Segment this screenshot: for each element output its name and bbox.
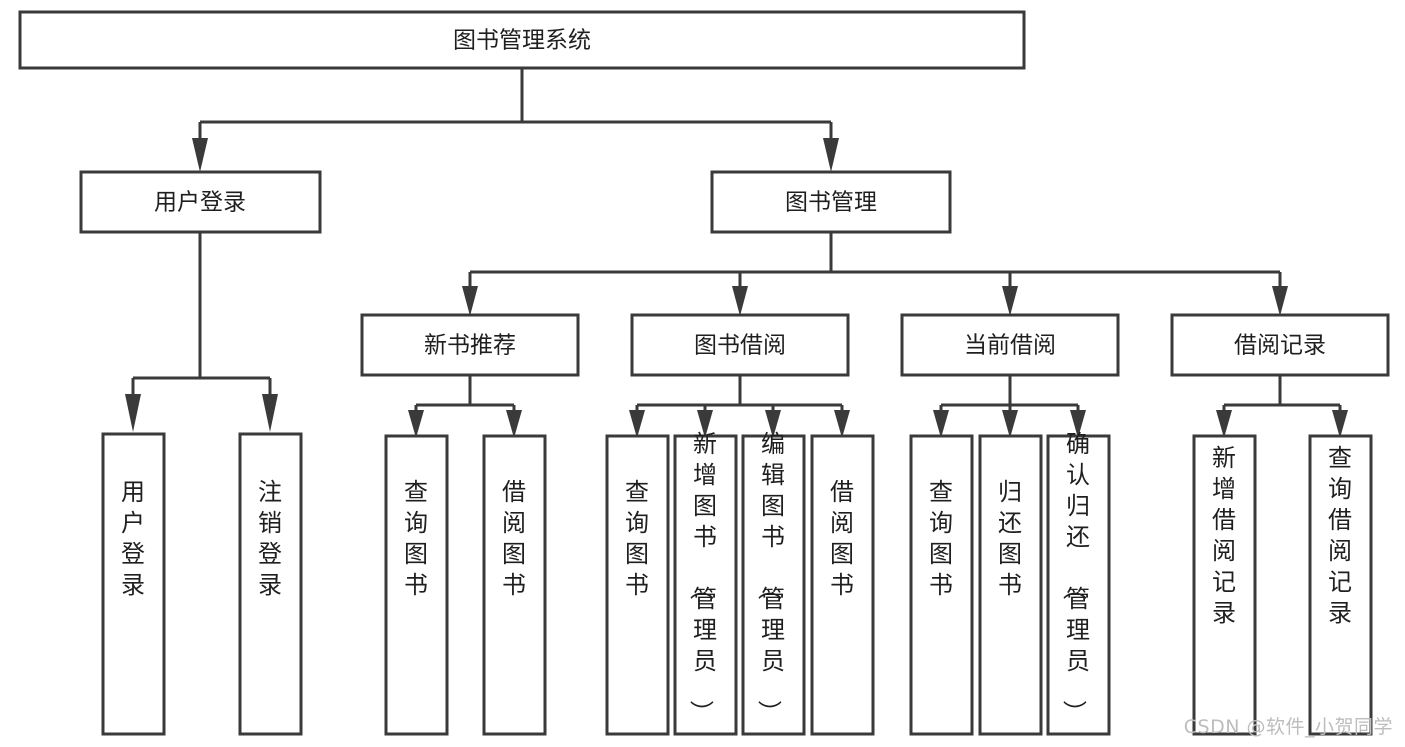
leaf-return-book-box bbox=[978, 434, 1043, 736]
leaf-add-book-admin-label: 新增图书（管理员） bbox=[687, 430, 717, 724]
arrow-head-leaf-logout bbox=[262, 394, 278, 432]
leaf-borrow-book-box bbox=[810, 434, 875, 736]
arrow-head-borrow-record bbox=[1272, 286, 1288, 316]
arrow-head-newbook-leaf-2 bbox=[506, 410, 522, 438]
node-borrow-record-label: 借阅记录 bbox=[1234, 333, 1326, 359]
arrow-head-currentborrow-leaf-3 bbox=[1070, 410, 1086, 438]
leaf-node-edit-book-admin[interactable]: 编辑图书（管理员） bbox=[741, 430, 806, 736]
node-book-management[interactable]: 图书管理 bbox=[710, 170, 952, 234]
arrow-head-current-borrow bbox=[1002, 286, 1018, 316]
leaf-node-logout[interactable]: 注销登录 bbox=[238, 432, 303, 736]
node-book-management-box bbox=[710, 170, 952, 234]
leaf-borrow-book-label: 借阅图书 bbox=[830, 478, 854, 599]
leaf-node-user-login[interactable]: 用户登录 bbox=[101, 432, 166, 736]
node-current-borrow[interactable]: 当前借阅 bbox=[900, 313, 1120, 377]
leaf-query-book-label: 查询图书 bbox=[625, 478, 649, 599]
leaf-node-query-book-current[interactable]: 查询图书 bbox=[909, 434, 974, 736]
arrow-head-currentborrow-leaf-1 bbox=[933, 410, 949, 438]
node-user-login-label: 用户登录 bbox=[154, 190, 246, 216]
leaf-query-borrow-record-box bbox=[1308, 434, 1373, 736]
leaf-node-add-book-admin[interactable]: 新增图书（管理员） bbox=[673, 430, 738, 736]
arrow-head-borrowrecord-leaf-1 bbox=[1216, 410, 1232, 438]
leaf-borrow-book-recommend-label: 借阅图书 bbox=[502, 478, 526, 599]
leaf-return-book-label: 归还图书 bbox=[998, 478, 1022, 599]
node-new-book-recommend-box bbox=[360, 313, 580, 377]
leaf-user-login-label: 用户登录 bbox=[121, 478, 145, 599]
leaf-edit-book-admin-label: 编辑图书（管理员） bbox=[755, 430, 785, 724]
leaf-query-borrow-record-label: 查询借阅记录 bbox=[1328, 444, 1352, 627]
watermark-credit: CSDN @软件_小贺同学 bbox=[1183, 716, 1393, 738]
arrow-head-currentborrow-leaf-2 bbox=[1002, 410, 1018, 438]
arrow-head-user-login bbox=[192, 138, 208, 172]
leaf-add-borrow-record-label: 新增借阅记录 bbox=[1212, 444, 1236, 627]
arrow-head-book-mgmt bbox=[823, 138, 839, 172]
arrow-head-newbook-leaf-1 bbox=[408, 410, 424, 438]
node-root-label: 图书管理系统 bbox=[453, 28, 591, 54]
node-book-borrow-label: 图书借阅 bbox=[694, 333, 786, 359]
leaf-node-borrow-book-recommend[interactable]: 借阅图书 bbox=[482, 434, 547, 736]
arrow-head-new-book bbox=[462, 286, 478, 316]
node-root-system[interactable]: 图书管理系统 bbox=[18, 10, 1026, 70]
leaf-add-book-admin-box bbox=[673, 434, 738, 736]
arrow-head-bookborrow-leaf-4 bbox=[834, 410, 850, 438]
arrow-head-borrowrecord-leaf-2 bbox=[1332, 410, 1348, 438]
node-book-borrow-box bbox=[630, 313, 850, 377]
node-book-management-label: 图书管理 bbox=[785, 190, 877, 216]
leaf-user-login-box bbox=[101, 432, 166, 736]
node-new-book-recommend-label: 新书推荐 bbox=[424, 333, 516, 359]
leaf-edit-book-admin-box bbox=[741, 434, 806, 736]
node-user-login-box bbox=[79, 170, 322, 234]
leaf-confirm-return-admin-box bbox=[1046, 434, 1111, 736]
node-borrow-record[interactable]: 借阅记录 bbox=[1170, 313, 1390, 377]
leaf-node-query-borrow-record[interactable]: 查询借阅记录 bbox=[1308, 434, 1373, 736]
leaf-confirm-return-admin-label: 确认归还（管理员） bbox=[1060, 430, 1090, 724]
node-book-borrow[interactable]: 图书借阅 bbox=[630, 313, 850, 377]
arrow-head-book-borrow bbox=[732, 286, 748, 316]
node-root-box bbox=[18, 10, 1026, 70]
leaf-logout-box bbox=[238, 432, 303, 736]
leaf-borrow-book-recommend-box bbox=[482, 434, 547, 736]
leaf-node-add-borrow-record[interactable]: 新增借阅记录 bbox=[1192, 434, 1257, 736]
leaf-logout-label: 注销登录 bbox=[258, 478, 282, 599]
leaf-node-borrow-book[interactable]: 借阅图书 bbox=[810, 434, 875, 736]
leaf-add-borrow-record-box bbox=[1192, 434, 1257, 736]
leaf-query-book-current-box bbox=[909, 434, 974, 736]
node-current-borrow-label: 当前借阅 bbox=[964, 333, 1056, 359]
leaf-query-book-box bbox=[605, 434, 670, 736]
connector-layer bbox=[125, 68, 1348, 438]
leaf-node-return-book[interactable]: 归还图书 bbox=[978, 434, 1043, 736]
leaf-node-query-book[interactable]: 查询图书 bbox=[605, 434, 670, 736]
leaf-node-confirm-return-admin[interactable]: 确认归还（管理员） bbox=[1046, 430, 1111, 736]
node-current-borrow-box bbox=[900, 313, 1120, 377]
leaf-query-book-recommend-label: 查询图书 bbox=[404, 478, 428, 599]
leaf-node-query-book-recommend[interactable]: 查询图书 bbox=[384, 434, 449, 736]
arrow-head-bookborrow-leaf-1 bbox=[629, 410, 645, 438]
node-borrow-record-box bbox=[1170, 313, 1390, 377]
node-user-login[interactable]: 用户登录 bbox=[79, 170, 322, 234]
arrow-head-bookborrow-leaf-3 bbox=[765, 410, 781, 438]
arrow-head-leaf-user-login bbox=[125, 394, 141, 432]
leaf-query-book-current-label: 查询图书 bbox=[929, 478, 953, 599]
arrow-head-bookborrow-leaf-2 bbox=[697, 410, 713, 438]
leaf-query-book-recommend-box bbox=[384, 434, 449, 736]
node-new-book-recommend[interactable]: 新书推荐 bbox=[360, 313, 580, 377]
